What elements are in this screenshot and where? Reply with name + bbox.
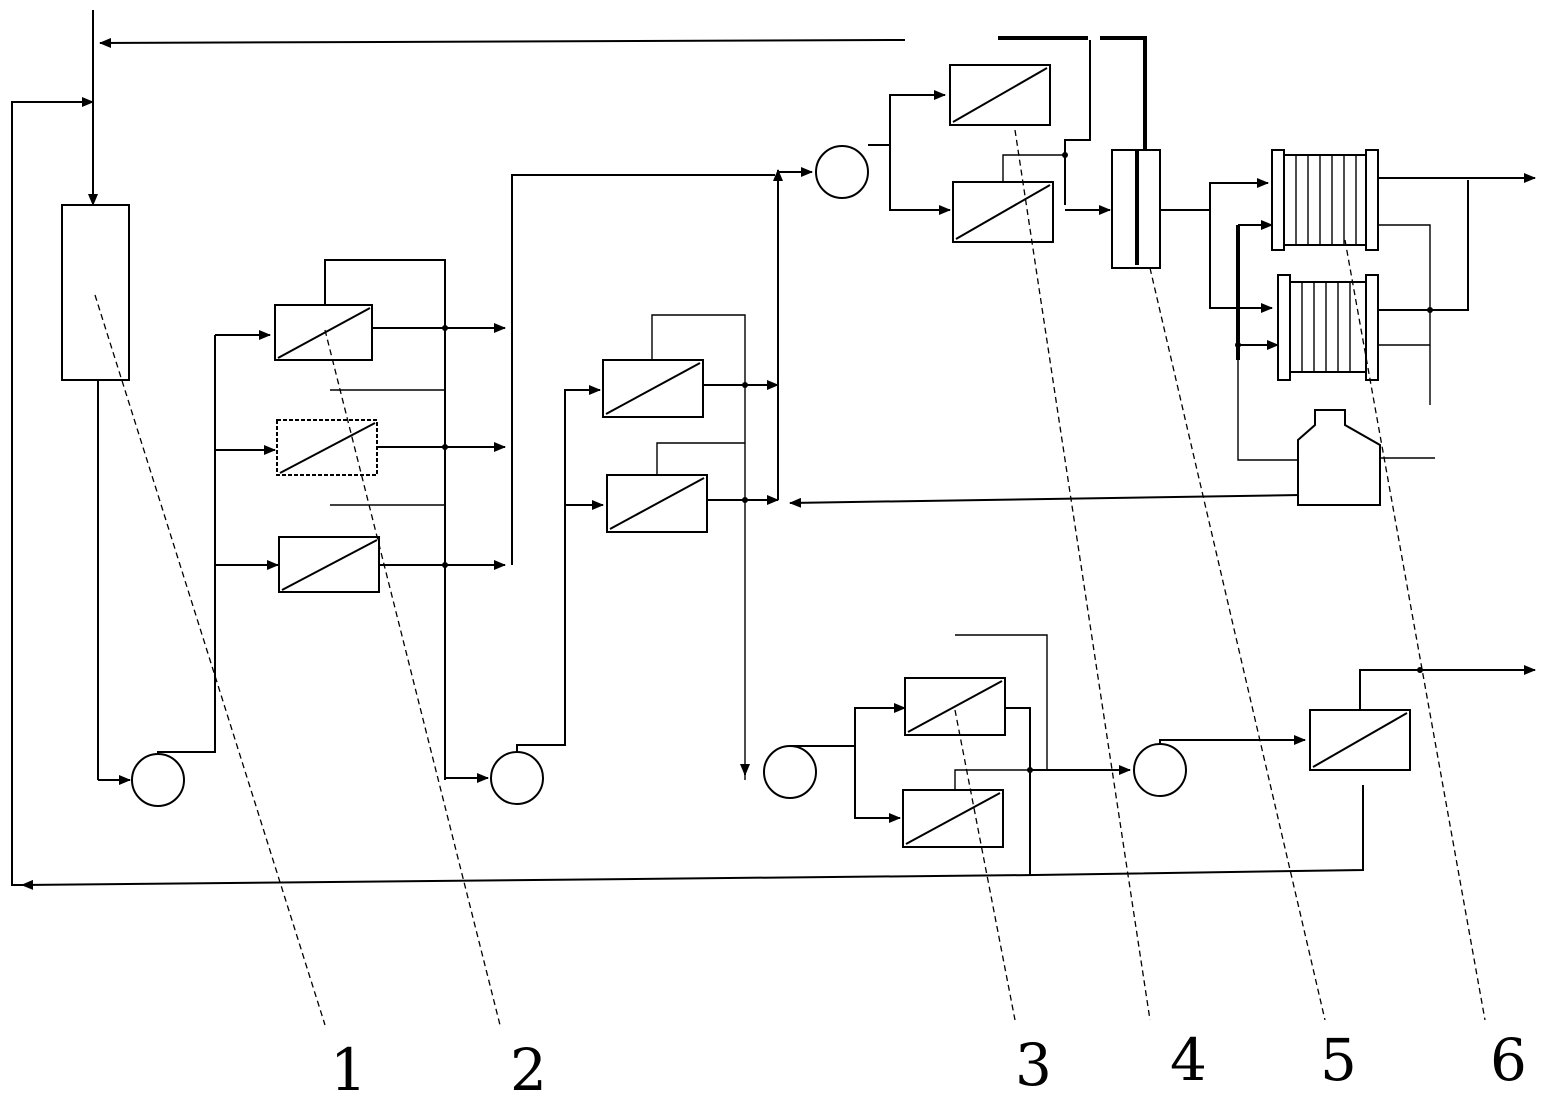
callout-4: 4 bbox=[1170, 1026, 1207, 1094]
callout-1: 1 bbox=[330, 1036, 367, 1098]
callout-5: 5 bbox=[1320, 1026, 1357, 1094]
pump-1 bbox=[131, 330, 279, 807]
membrane-stage-3 bbox=[902, 634, 1131, 875]
pump-2 bbox=[490, 385, 604, 805]
pump-3-upper bbox=[778, 90, 951, 215]
pump-4-lower bbox=[763, 703, 906, 823]
buffer-tank bbox=[1297, 409, 1381, 506]
membrane-stage-middle bbox=[602, 169, 1301, 780]
callout-3: 3 bbox=[1015, 1031, 1052, 1098]
tank-1 bbox=[61, 204, 131, 785]
membrane-final bbox=[1309, 665, 1536, 771]
callout-labels: 1 2 3 4 5 6 bbox=[330, 1026, 1527, 1098]
leader-lines bbox=[94, 129, 1486, 1026]
junction-dots bbox=[442, 152, 1433, 773]
electrodialysis-stacks-6 bbox=[1236, 149, 1536, 461]
feed-and-recycle-lines bbox=[11, 10, 1364, 890]
membrane-stage-4 bbox=[949, 36, 1147, 243]
callout-6: 6 bbox=[1490, 1026, 1527, 1094]
membrane-stage-2 bbox=[274, 174, 775, 783]
column-5 bbox=[1111, 149, 1273, 313]
callout-2: 2 bbox=[510, 1036, 547, 1098]
pump-5-lower bbox=[1133, 735, 1306, 797]
